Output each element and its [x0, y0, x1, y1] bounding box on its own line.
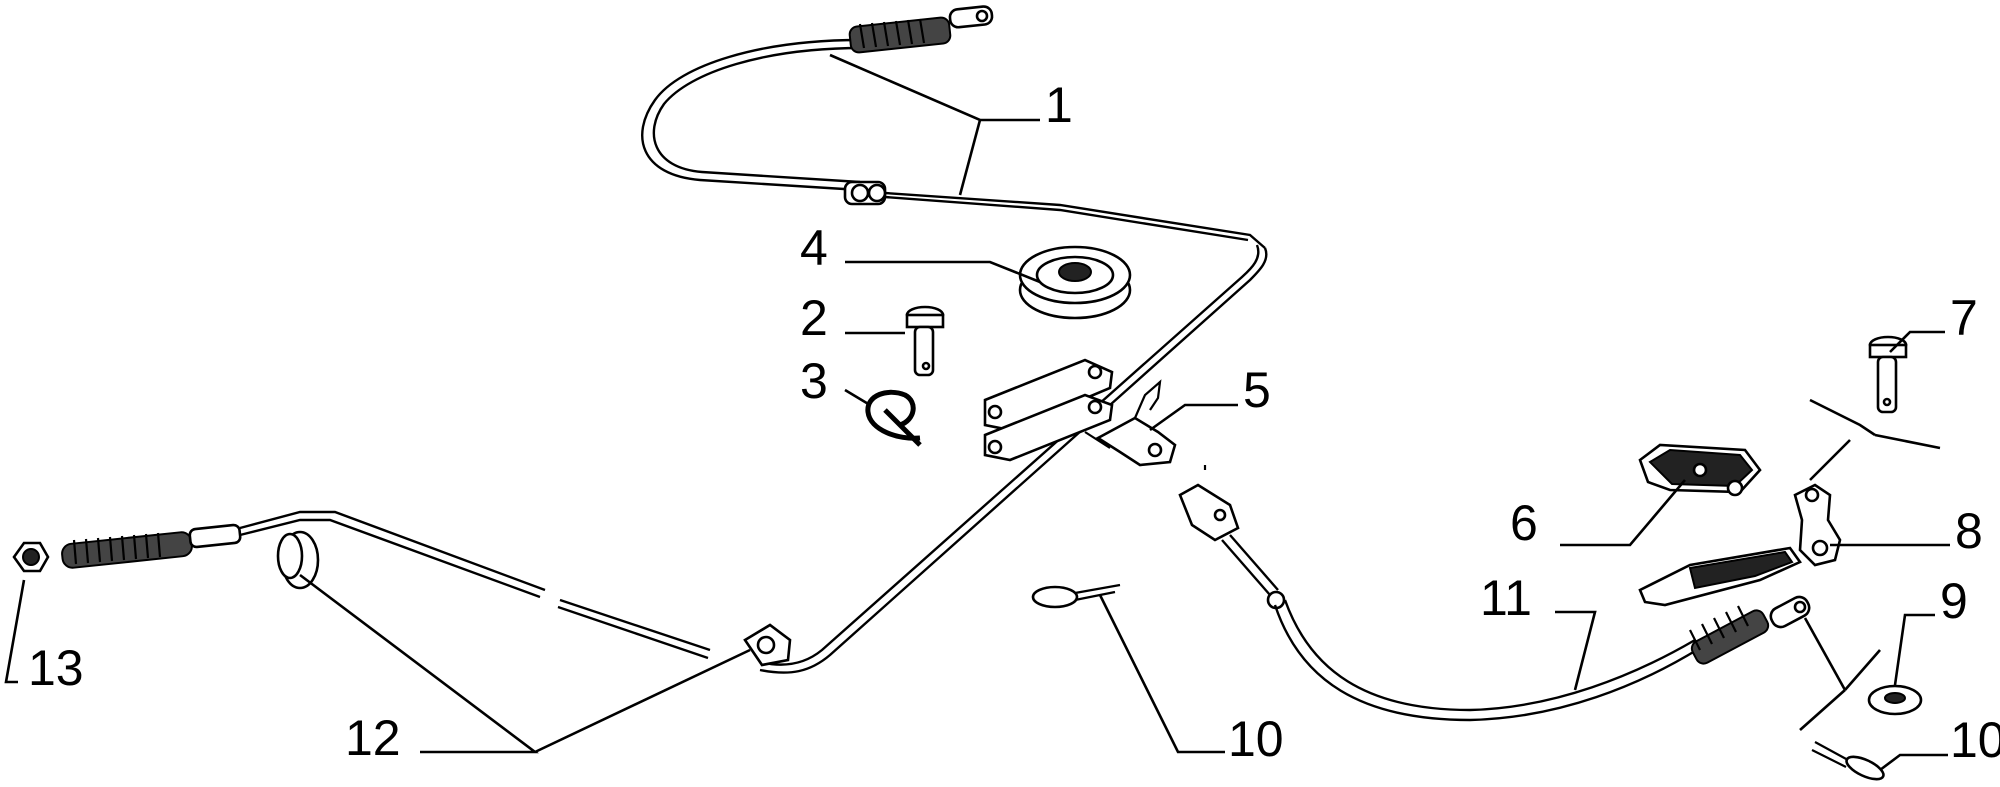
part-5-lever	[1084, 379, 1177, 467]
callout-10-b: 10	[1950, 712, 2000, 768]
callout-2: 2	[800, 290, 828, 346]
callout-6: 6	[1510, 495, 1538, 551]
part-11-lower-cable	[1178, 465, 1811, 722]
callout-13: 13	[28, 640, 84, 696]
part-3-spring-clip	[865, 389, 922, 447]
callout-3: 3	[800, 353, 828, 409]
callout-11: 11	[1480, 570, 1532, 626]
callout-labels: 1 4 2 3 5 6 7 8 9 10 10 11 12 13	[28, 77, 2000, 768]
part-10-split-pin-a	[1031, 583, 1121, 609]
callout-7: 7	[1950, 290, 1978, 346]
callout-4: 4	[800, 220, 828, 276]
callout-1: 1	[1045, 77, 1073, 133]
bracket-plates	[983, 358, 1114, 462]
part-1-upper-cable	[641, 5, 1268, 674]
part-8-lever-arm	[1638, 483, 1842, 607]
part-6-bracket	[1638, 443, 1762, 497]
part-9-washer	[1867, 684, 1923, 716]
callout-8: 8	[1955, 503, 1983, 559]
part-13-nut	[12, 541, 50, 573]
part-2-pin	[905, 305, 945, 377]
part-7-pin	[1868, 335, 1908, 414]
callout-12: 12	[345, 710, 401, 766]
callout-9: 9	[1940, 573, 1968, 629]
callout-5: 5	[1243, 362, 1271, 418]
part-12-left-cable	[61, 510, 792, 667]
callout-10-a: 10	[1228, 711, 1284, 767]
leader-lines	[4, 53, 1950, 772]
part-10-split-pin-b	[1811, 741, 1885, 781]
part-4-pulley	[1018, 245, 1132, 320]
